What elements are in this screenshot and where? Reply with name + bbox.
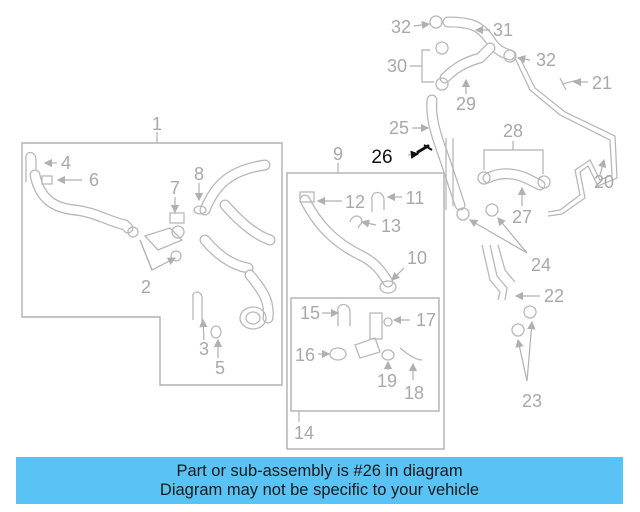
callout-16: 16 [295, 345, 315, 365]
callout-12: 12 [345, 192, 365, 212]
callout-29: 29 [456, 94, 476, 114]
banner-line-2: Diagram may not be specific to your vehi… [159, 480, 480, 499]
callout-24: 24 [531, 255, 551, 275]
leader-lines [43, 20, 607, 382]
callout-14: 14 [294, 423, 314, 443]
group-9-outline [286, 163, 445, 450]
callout-7: 7 [170, 178, 180, 198]
callout-27: 27 [512, 207, 532, 227]
group-1-parts [25, 151, 276, 339]
callout-2: 2 [141, 277, 151, 297]
callout-13: 13 [381, 216, 401, 236]
callout-10: 10 [407, 248, 427, 268]
callout-5: 5 [215, 358, 225, 378]
banner-line-1: Part or sub-assembly is #26 in diagram [176, 461, 463, 480]
upper-right-parts [416, 15, 618, 337]
callout-28: 28 [503, 121, 523, 141]
parts-diagram: 1 2 3 4 5 6 7 8 9 10 11 12 13 14 15 16 1… [21, 15, 618, 450]
callout-25: 25 [389, 118, 409, 138]
callout-3: 3 [199, 339, 209, 359]
callout-15: 15 [300, 303, 320, 323]
callout-6: 6 [89, 170, 99, 190]
callout-9: 9 [333, 144, 343, 164]
callout-30: 30 [387, 56, 407, 76]
info-banner: Part or sub-assembly is #26 in diagram D… [16, 457, 623, 504]
callout-19: 19 [377, 371, 397, 391]
group-1-outline [21, 132, 283, 386]
callout-1: 1 [152, 114, 162, 134]
callout-11: 11 [406, 188, 425, 208]
callout-20: 20 [594, 172, 614, 192]
callout-17: 17 [416, 310, 436, 330]
callout-4: 4 [61, 153, 71, 173]
group-9-parts [299, 191, 423, 361]
callout-18: 18 [404, 383, 424, 403]
callout-22: 22 [544, 286, 564, 306]
callout-26-highlighted: 26 [371, 147, 392, 168]
callout-31: 31 [493, 20, 513, 40]
callout-21: 21 [592, 73, 612, 93]
callout-32-right: 32 [536, 50, 556, 70]
callout-23: 23 [522, 391, 542, 411]
callout-labels: 1 2 3 4 5 6 7 8 9 10 11 12 13 14 15 16 1… [61, 17, 614, 443]
callout-8: 8 [194, 164, 204, 184]
callout-32-top: 32 [391, 17, 411, 37]
group-14-outline [290, 297, 440, 422]
